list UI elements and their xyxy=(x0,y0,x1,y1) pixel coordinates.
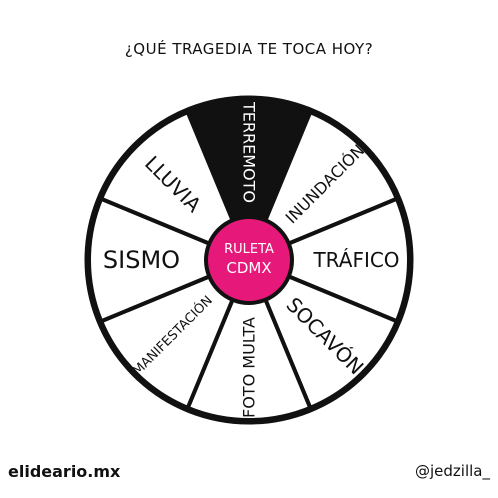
wheel-segment-label: TERREMOTO xyxy=(240,101,259,203)
page-title: ¿QUÉ TRAGEDIA TE TOCA HOY? xyxy=(124,40,374,58)
wheel-segment-label: TRÁFICO xyxy=(312,248,399,272)
wheel-segment-label: SISMO xyxy=(103,246,180,274)
footer-handle[interactable]: @jedzilla_ xyxy=(415,462,490,480)
center-circle[interactable] xyxy=(204,215,294,305)
wheel-center[interactable]: RULETA CDMX xyxy=(204,215,294,305)
footer-site[interactable]: elidеario.mx xyxy=(8,462,121,481)
wheel-outer-ring xyxy=(84,95,414,425)
center-label-line2: CDMX xyxy=(226,259,271,277)
center-label-line1: RULETA xyxy=(224,242,274,257)
wheel-segment-label: FOTO MULTA xyxy=(240,317,259,418)
